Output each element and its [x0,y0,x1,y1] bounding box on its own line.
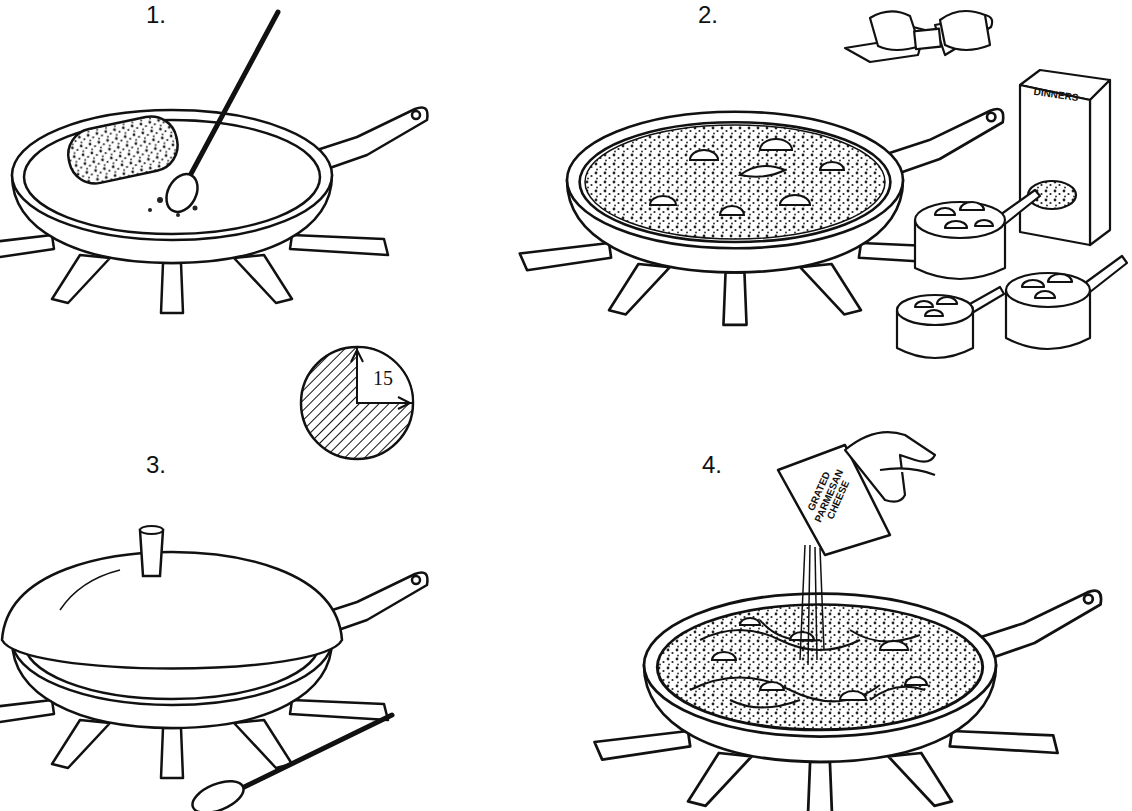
drawing-stroke [940,11,990,50]
drawing-stroke [650,196,676,205]
drawing-stroke [140,530,163,576]
drawing-stroke [193,206,198,211]
drawing-stroke [63,112,182,189]
drawing-stroke [870,11,920,50]
drawing-stroke [60,570,120,610]
drawing-stroke [650,139,844,215]
drawing-stroke [176,213,180,217]
drawing-stroke [157,197,163,203]
drawing-stroke [1090,80,1110,245]
drawing-stroke [1085,256,1127,292]
drawing-stroke [820,548,824,650]
drawing-stroke [238,715,392,790]
drawing-stroke [160,169,204,217]
drawing-stroke [780,195,810,205]
drawing-stroke [712,618,927,700]
drawing-stroke [185,12,278,185]
drawing-stroke [845,432,935,502]
drawing-stroke [1020,85,1090,245]
drawing-stroke [658,605,982,729]
step-four [595,432,1102,811]
step-one [0,12,428,313]
drawing-stroke [1006,273,1090,307]
drawing-stroke [897,190,1127,358]
drawing-stroke [915,297,957,316]
drawing-stroke [595,591,1102,811]
step-number: 1. [146,2,186,27]
step-two [520,11,1127,358]
drawing-stroke [808,545,810,665]
drawing-stroke [188,775,248,811]
drawing-stroke [845,432,935,502]
drawing-stroke [351,350,410,409]
drawing-stroke [915,202,1005,238]
drawing-stroke [880,468,935,475]
drawing-stroke [760,682,784,690]
drawing-stroke [357,347,413,403]
drawing-stroke [63,112,182,189]
drawing-stroke [140,526,163,534]
step-number: 2. [698,2,738,27]
drawing-stroke [935,202,993,228]
drawing-stroke [730,700,800,708]
drawing-stroke [585,125,885,239]
drawing-stroke [914,29,941,50]
drawing-stroke [0,107,428,313]
drawing-stroke [905,677,927,685]
drawing-stroke [148,208,152,212]
drawing-stroke [880,641,908,650]
drawing-stroke [760,139,792,150]
drawing-stroke [800,545,805,660]
drawing-stroke [301,347,413,459]
drawing-stroke [690,678,880,702]
drawing-stroke [845,11,992,62]
drawing-stroke [800,545,824,665]
drawing-stroke [720,206,744,215]
drawing-stroke [870,687,925,700]
drawing-stroke [840,691,866,700]
drawing-stroke [740,618,760,625]
drawing-stroke [690,150,718,160]
drawing-stroke [1022,274,1072,298]
drawing-stroke [712,652,736,660]
drawing-stroke [897,295,973,325]
drawing-stroke [700,630,860,650]
drawing-stroke [740,166,785,177]
drawing-stroke [760,620,820,641]
timer-minutes: 15 [373,368,409,389]
drawing-stroke [850,630,920,641]
step-three [0,347,428,811]
drawing-stroke [820,162,844,170]
step-number: 4. [702,452,742,477]
step-number: 3. [146,452,186,477]
drawing-stroke [790,632,814,640]
drawing-stroke [1020,70,1110,245]
drawing-stroke [815,547,817,660]
drawing-stroke [2,552,342,669]
